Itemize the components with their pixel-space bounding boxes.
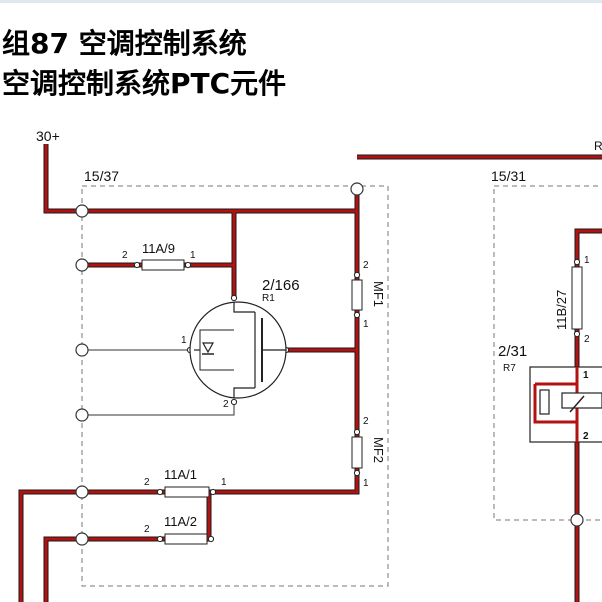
top-border	[0, 0, 602, 3]
fuse-11a9	[141, 259, 185, 271]
label-fuse-11a1-pin-left: 2	[144, 477, 150, 488]
label-fuse-11a1: 11A/1	[164, 467, 197, 482]
module-box-15-31	[493, 185, 602, 521]
label-fuse-11b27-pin-top: 1	[584, 255, 590, 266]
label-fuse-11a9-pin-left: 2	[122, 250, 128, 261]
connector-8	[570, 513, 584, 527]
label-fuse-mf1-pin-bottom: 1	[363, 319, 369, 330]
fuse-11a2	[164, 533, 208, 545]
label-fuse-11b27: 11B/27	[554, 290, 569, 330]
label-ptc-pin1: 1	[181, 335, 187, 346]
label-relay-pin2: 2	[583, 431, 589, 442]
label-fuse-mf2-pin-top: 2	[363, 416, 369, 427]
page-title: 组87 空调控制系统	[2, 27, 247, 60]
signal-wires	[82, 349, 235, 416]
connector-3	[75, 343, 89, 357]
label-ptc-ref: R1	[262, 293, 275, 304]
label-fuse-11b27-pin-bottom: 2	[584, 334, 590, 345]
label-fuse-mf2: MF2	[371, 437, 386, 463]
label-box-15-37: 15/37	[84, 168, 119, 184]
connector-6	[75, 532, 89, 546]
fuse-11b27	[571, 266, 583, 330]
connector-5	[75, 485, 89, 499]
fuse-11a1	[164, 486, 210, 498]
label-edge: R	[594, 139, 602, 153]
fuse-mf2	[351, 436, 363, 469]
label-ptc-pin2: 2	[223, 399, 229, 410]
label-fuse-mf1: MF1	[371, 281, 386, 307]
label-fuse-11a1-pin-right: 1	[221, 477, 227, 488]
label-fuse-11a9: 11A/9	[142, 241, 175, 256]
pin-dots	[133, 258, 581, 543]
connector-7	[350, 182, 364, 196]
label-fuse-11a2: 11A/2	[164, 514, 197, 529]
connectors	[75, 182, 584, 546]
wire-cores	[19, 144, 602, 602]
label-fuse-11a9-pin-right: 1	[190, 250, 196, 261]
fuse-mf1	[351, 279, 363, 311]
label-supply: 30+	[36, 128, 60, 144]
connector-1	[75, 204, 89, 218]
label-ptc-code: 2/166	[262, 277, 300, 294]
label-fuse-11a2-pin-left: 2	[144, 524, 150, 535]
label-relay-code: 2/31	[498, 343, 527, 360]
label-fuse-mf2-pin-bottom: 1	[363, 478, 369, 489]
label-relay-pin1: 1	[583, 370, 589, 381]
connector-2	[75, 258, 89, 272]
connector-4	[75, 408, 89, 422]
ptc-element	[189, 301, 287, 399]
module-box-15-37	[81, 185, 389, 587]
label-box-15-31: 15/31	[491, 168, 526, 184]
label-fuse-mf1-pin-top: 2	[363, 260, 369, 271]
relay-r7	[529, 366, 602, 443]
label-relay-ref: R7	[503, 363, 516, 374]
page-subtitle: 空调控制系统PTC元件	[2, 67, 287, 100]
